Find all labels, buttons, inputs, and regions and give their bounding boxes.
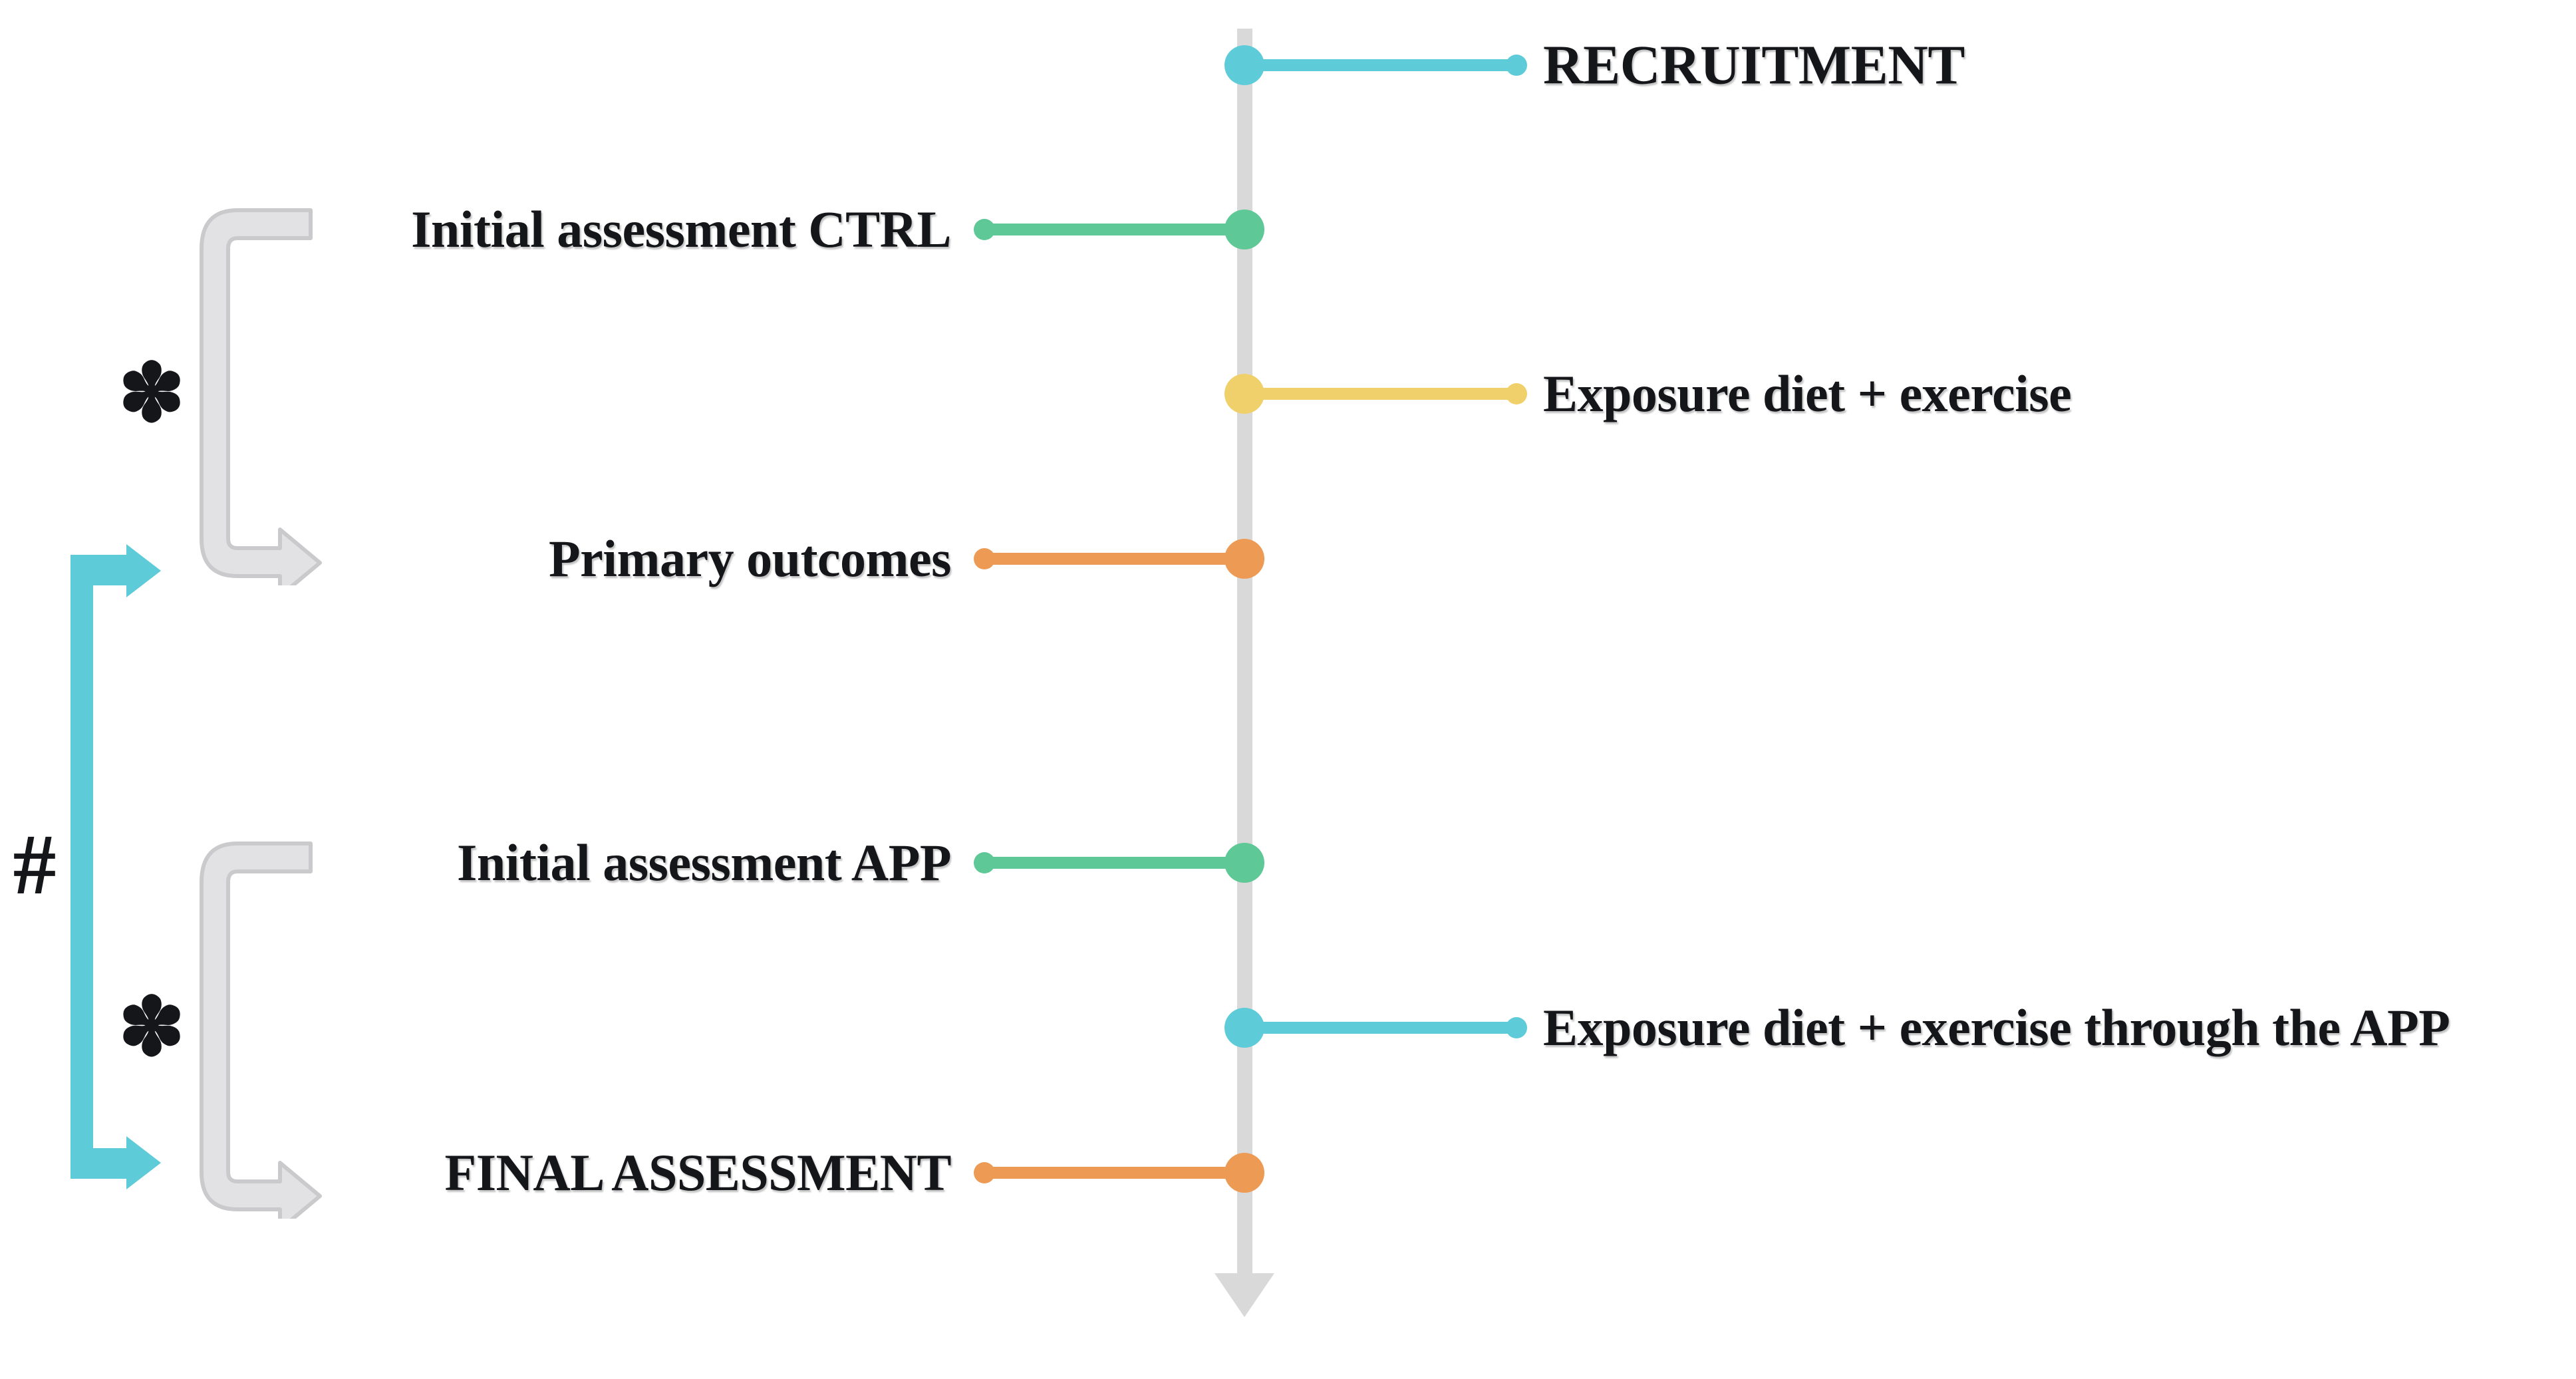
asterisk-mark-bottom: ✽: [118, 983, 186, 1072]
gray-bracket-arrow-top: [196, 206, 323, 598]
asterisk-mark-top: ✽: [118, 349, 186, 438]
milestone-label-recruitment: RECRUITMENT: [1543, 34, 1965, 96]
timeline-axis: [1237, 29, 1252, 1276]
gray-bracket-arrow-bottom: [196, 840, 323, 1231]
timeline-node-dot: [1224, 843, 1264, 883]
milestone-label-exposure-diet-exercise-app: Exposure diet + exercise through the APP: [1543, 998, 2450, 1056]
connector-line: [984, 1167, 1244, 1179]
timeline-node-dot: [1224, 45, 1264, 85]
milestone-label-primary-outcomes: Primary outcomes: [549, 530, 951, 587]
timeline-node-dot: [1224, 210, 1264, 249]
hash-mark: #: [13, 817, 57, 913]
connector-tip-dot: [974, 852, 995, 873]
milestone-label-initial-assessment-app: Initial assessment APP: [456, 834, 952, 891]
connector-line: [984, 553, 1244, 565]
timeline-node-dot: [1224, 1153, 1264, 1193]
connector-line: [1244, 1022, 1516, 1034]
connector-tip-dot: [1506, 1017, 1527, 1038]
timeline-node-dot: [1224, 539, 1264, 579]
connector-tip-dot: [1506, 55, 1527, 76]
connector-tip-dot: [974, 1162, 995, 1183]
timeline-arrowhead-icon: [1215, 1273, 1274, 1317]
c-arrow-icon: [200, 842, 322, 1231]
connector-line: [1244, 388, 1516, 400]
cyan-double-arrow-bracket: [65, 544, 165, 1189]
milestone-label-exposure-diet-exercise: Exposure diet + exercise: [1543, 365, 2072, 422]
milestone-label-final-assessment: FINAL ASSESSMENT: [444, 1144, 952, 1201]
connector-line: [1244, 59, 1516, 71]
timeline-node-dot: [1224, 1008, 1264, 1048]
connector-tip-dot: [974, 548, 995, 569]
connector-tip-dot: [1506, 383, 1527, 404]
connector-line: [984, 857, 1244, 869]
milestone-label-initial-assessment-ctrl: Initial assessment CTRL: [411, 200, 951, 258]
connector-tip-dot: [974, 219, 995, 240]
timeline-node-dot: [1224, 374, 1264, 414]
connector-line: [984, 224, 1244, 235]
double-headed-arrow-icon: [71, 544, 161, 1189]
c-arrow-icon: [200, 208, 322, 598]
